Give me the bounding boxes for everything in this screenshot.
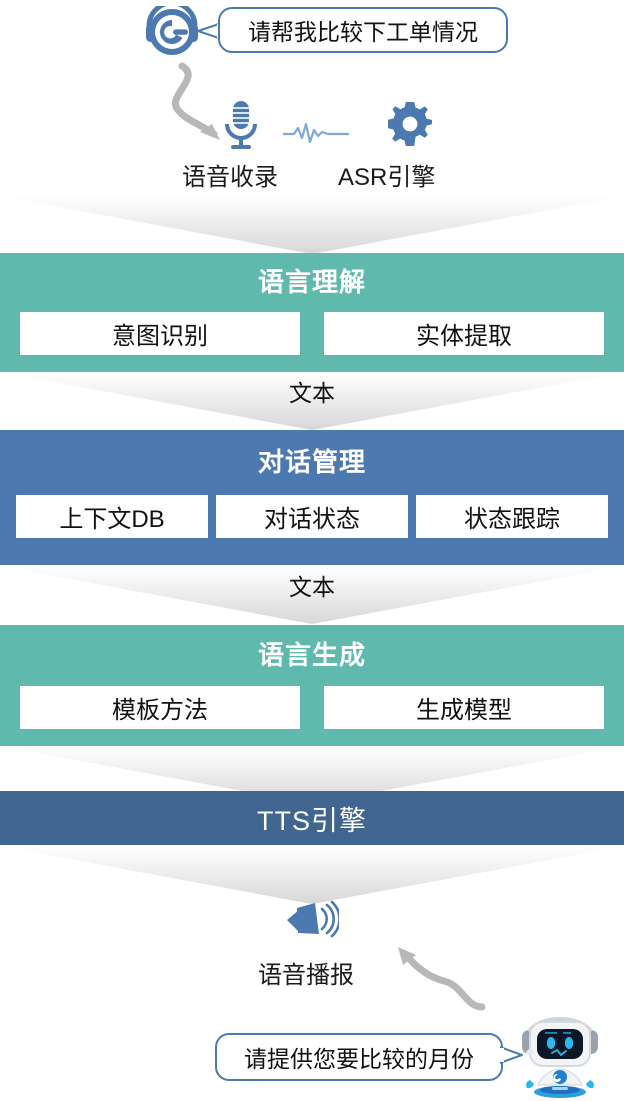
audio-waveform-icon xyxy=(282,122,350,144)
flow-arrow-3: 文本 xyxy=(0,566,624,624)
gear-icon xyxy=(388,102,432,146)
nlu-box-entity[interactable]: 实体提取 xyxy=(324,312,604,355)
layer-nlu-title: 语言理解 xyxy=(257,267,366,297)
voice-capture-label: 语音收录 xyxy=(182,164,278,191)
dm-box-dialogue-state[interactable]: 对话状态 xyxy=(216,495,408,538)
layer-nlg[interactable]: 语言生成 模板方法 生成模型 xyxy=(0,625,624,746)
dm-box-context-db[interactable]: 上下文DB xyxy=(16,495,208,538)
flow-arrow-2: 文本 xyxy=(0,372,624,430)
arrow-shape xyxy=(0,196,624,254)
flow-arrow-5 xyxy=(0,846,624,904)
nlg-box-template[interactable]: 模板方法 xyxy=(20,686,300,729)
layer-dialogue-management[interactable]: 对话管理 上下文DB 对话状态 状态跟踪 xyxy=(0,430,624,565)
dm-box-state-tracking[interactable]: 状态跟踪 xyxy=(416,495,608,538)
layer-nlg-title: 语言生成 xyxy=(257,640,366,670)
layer-dm-boxes: 上下文DB 对话状态 状态跟踪 xyxy=(10,495,614,538)
nlg-box-generative-model[interactable]: 生成模型 xyxy=(324,686,604,729)
headset-icon xyxy=(146,6,198,55)
layer-dm-title: 对话管理 xyxy=(257,447,366,477)
layer-nlu-boxes: 意图识别 实体提取 xyxy=(10,312,614,355)
bubble-tail-bottom-icon xyxy=(500,1046,523,1064)
arrow-shape xyxy=(0,846,624,904)
layer-tts-title: TTS引擎 xyxy=(257,805,367,836)
microphone-icon xyxy=(225,101,257,149)
flow-arrow-3-label: 文本 xyxy=(289,574,335,600)
system-utterance-text: 请提供您要比较的月份 xyxy=(244,1046,474,1072)
robot-assistant-icon xyxy=(522,1017,598,1098)
curved-arrow-up-left-icon xyxy=(398,947,486,1011)
speaker-announce-icon xyxy=(287,900,339,938)
system-utterance-bubble[interactable]: 请提供您要比较的月份 xyxy=(215,1033,503,1081)
layer-tts-engine[interactable]: TTS引擎 xyxy=(0,791,624,845)
voice-broadcast-label: 语音播报 xyxy=(258,962,354,989)
layer-nlu[interactable]: 语言理解 意图识别 实体提取 xyxy=(0,253,624,372)
user-utterance-text: 请帮我比较下工单情况 xyxy=(248,19,478,45)
layer-nlg-boxes: 模板方法 生成模型 xyxy=(10,686,614,729)
flow-arrow-2-label: 文本 xyxy=(289,380,335,406)
nlu-box-intent[interactable]: 意图识别 xyxy=(20,312,300,355)
user-utterance-bubble[interactable]: 请帮我比较下工单情况 xyxy=(218,7,508,53)
asr-engine-label: ASR引擎 xyxy=(338,164,436,191)
flow-arrow-1 xyxy=(0,196,624,254)
curved-arrow-down-icon xyxy=(172,62,220,140)
user-input-row: 请帮我比较下工单情况 xyxy=(0,0,624,70)
